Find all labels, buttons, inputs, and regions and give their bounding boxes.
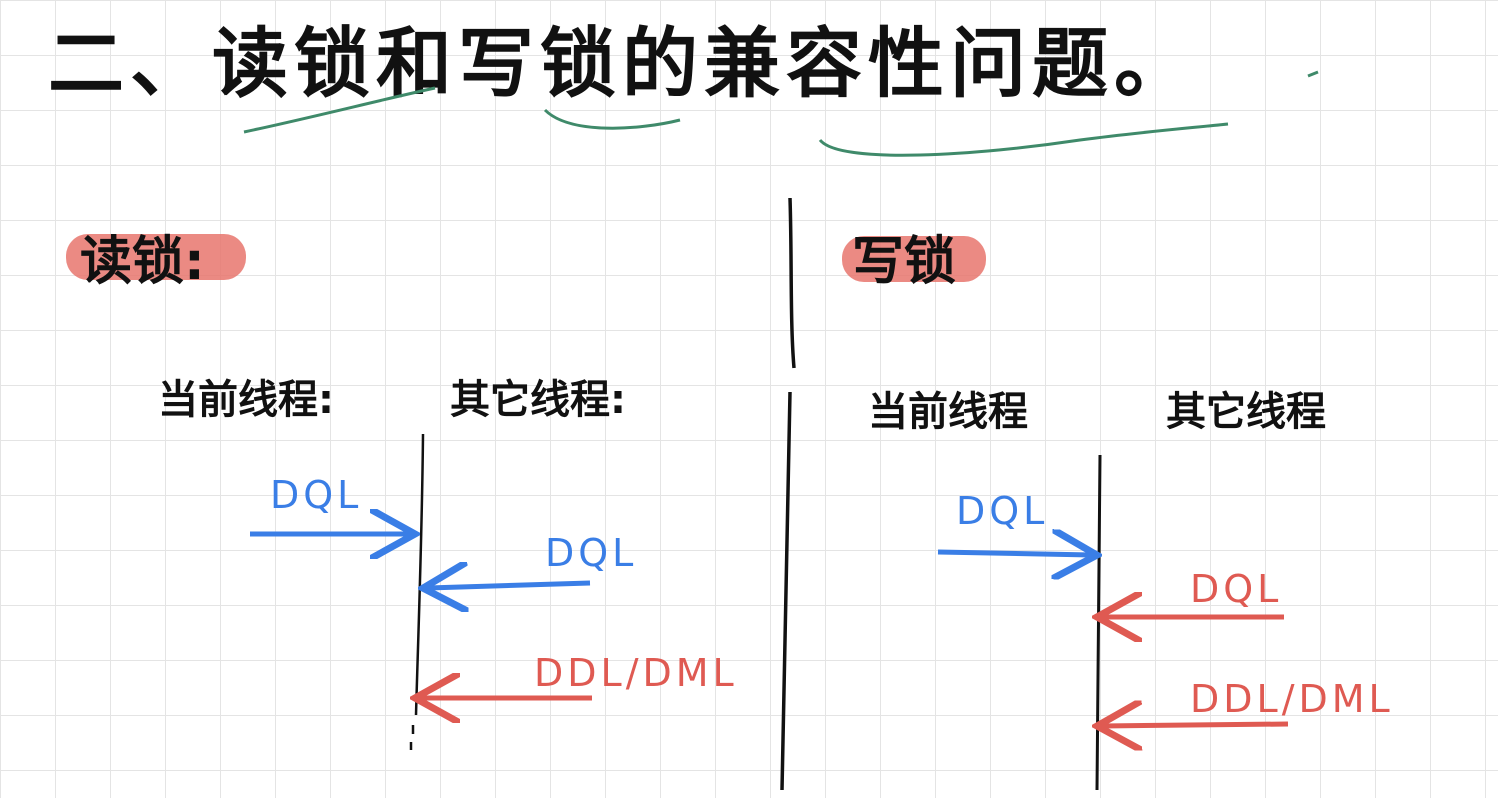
- write-other-ddl-dml-label: DDL/DML: [1190, 677, 1394, 721]
- write-other-dql-label: DQL: [1190, 567, 1283, 611]
- write-current-dql-label: DQL: [956, 489, 1049, 533]
- read-lock-timeline-dash: [409, 725, 415, 750]
- write-other-ddl-dml-arrow: [1102, 724, 1289, 726]
- read-lock-label: 读锁:: [80, 232, 205, 292]
- read-lock-timeline: [414, 433, 425, 716]
- read-current-dql-label: DQL: [270, 473, 363, 517]
- read-other-ddl-dml-label: DDL/DML: [534, 651, 738, 695]
- section-divider: [780, 197, 796, 791]
- read-lock-highlight: [66, 234, 246, 280]
- write-current-thread-label: 当前线程: [868, 389, 1028, 435]
- write-lock-timeline: [1095, 454, 1102, 791]
- read-other-thread-label: 其它线程:: [450, 377, 626, 423]
- title-underline-3: [818, 122, 1229, 157]
- write-lock-highlight: [842, 236, 986, 282]
- read-other-dql-arrow: [428, 583, 591, 588]
- title-tick-mark: [1307, 70, 1319, 78]
- read-current-thread-label: 当前线程:: [158, 377, 334, 423]
- write-current-dql-arrow: [937, 552, 1092, 555]
- write-other-thread-label: 其它线程: [1166, 389, 1326, 435]
- page-title: 二、读锁和写锁的兼容性问题。: [48, 19, 1196, 108]
- title-underline-2: [543, 108, 681, 130]
- write-lock-label: 写锁: [852, 232, 957, 292]
- read-other-dql-label: DQL: [545, 531, 638, 575]
